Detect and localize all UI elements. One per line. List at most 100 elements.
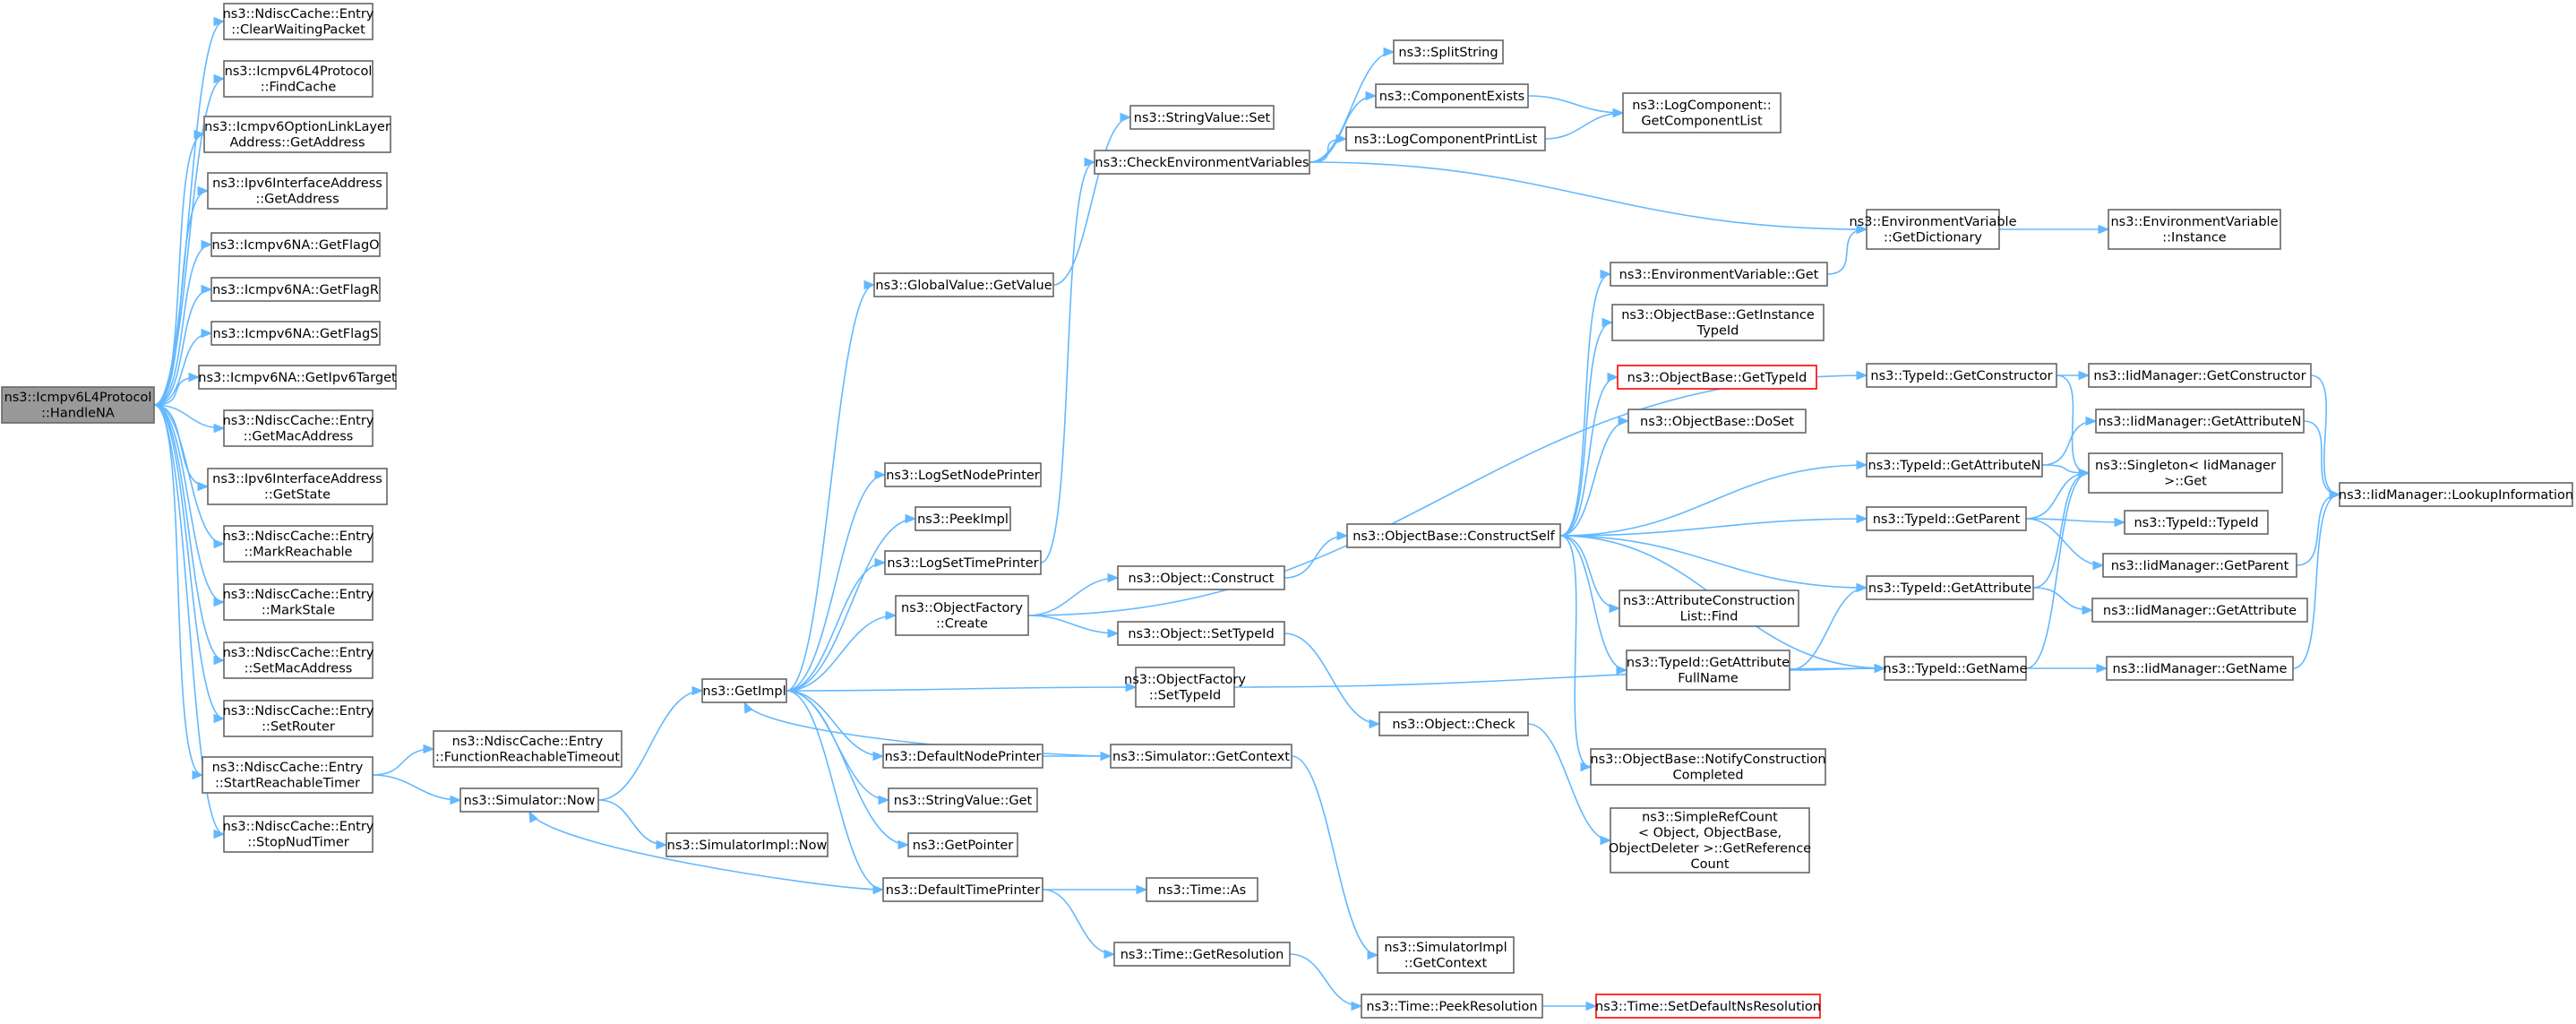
node-peek-impl[interactable]: ns3::PeekImpl [914, 506, 1011, 531]
node-simulator-now[interactable]: ns3::Simulator::Now [459, 787, 599, 813]
node-type-id-get-attribute-n[interactable]: ns3::TypeId::GetAttributeN [1866, 452, 2043, 478]
node-type-id-get-name[interactable]: ns3::TypeId::GetName [1884, 656, 2028, 681]
node-singleton-get[interactable]: ns3::Singleton< IidManager>::Get [2088, 452, 2283, 494]
node-simulator-impl-now[interactable]: ns3::SimulatorImpl::Now [665, 832, 829, 857]
node-type-id-get-constructor[interactable]: ns3::TypeId::GetConstructor [1866, 363, 2057, 388]
node-default-node-printer[interactable]: ns3::DefaultNodePrinter [882, 744, 1043, 769]
node-label: ::GetAddress [255, 193, 339, 207]
node-get-flag-o[interactable]: ns3::Icmpv6NA::GetFlagO [210, 232, 381, 257]
node-get-mac-address[interactable]: ns3::NdiscCache::Entry::GetMacAddress [223, 409, 374, 447]
node-time-get-resolution[interactable]: ns3::Time::GetResolution [1113, 942, 1291, 967]
node-label: ns3::NdiscCache::Entry [223, 529, 374, 544]
arrowhead [863, 280, 876, 290]
node-sim-impl-get-context[interactable]: ns3::SimulatorImpl::GetContext [1377, 936, 1515, 974]
node-log-set-node-printer[interactable]: ns3::LogSetNodePrinter [884, 462, 1042, 487]
node-time-as[interactable]: ns3::Time::As [1146, 877, 1258, 902]
node-env-get-dictionary[interactable]: ns3::EnvironmentVariable::GetDictionary [1849, 209, 2017, 250]
node-construct-self[interactable]: ns3::ObjectBase::ConstructSelf [1346, 523, 1561, 548]
node-iid-get-constructor[interactable]: ns3::IidManager::GetConstructor [2088, 363, 2312, 388]
node-get-component-list[interactable]: ns3::LogComponent::GetComponentList [1622, 92, 1782, 133]
node-label: ns3::LogComponentPrintList [1354, 133, 1538, 147]
node-opt-link-get-address[interactable]: ns3::Icmpv6OptionLinkLayerAddress::GetAd… [203, 116, 391, 153]
node-object-check[interactable]: ns3::Object::Check [1378, 711, 1529, 736]
node-box [1622, 92, 1782, 133]
node-object-factory-create[interactable]: ns3::ObjectFactory::Create [895, 595, 1029, 636]
node-mark-stale[interactable]: ns3::NdiscCache::Entry::MarkStale [223, 583, 374, 621]
node-component-exists[interactable]: ns3::ComponentExists [1375, 83, 1529, 108]
arrowhead [1856, 513, 1868, 524]
node-get-flag-s[interactable]: ns3::Icmpv6NA::GetFlagS [210, 321, 381, 346]
arrowhead [201, 328, 213, 339]
node-simulator-get-context[interactable]: ns3::Simulator::GetContext [1110, 744, 1292, 769]
node-type-id-get-attribute[interactable]: ns3::TypeId::GetAttribute [1866, 575, 2034, 600]
node-iid-lookup-information[interactable]: ns3::IidManager::LookupInformation [2339, 482, 2573, 507]
node-split-string[interactable]: ns3::SplitString [1393, 39, 1504, 65]
arrowhead [1136, 884, 1148, 895]
node-string-value-get[interactable]: ns3::StringValue::Get [888, 787, 1038, 813]
arrowhead [201, 284, 213, 295]
node-label: ns3::NdiscCache::Entry [223, 414, 374, 428]
node-get-reference-count[interactable]: ns3::SimpleRefCount< Object, ObjectBase,… [1609, 807, 1811, 873]
node-label: ns3::Icmpv6NA::GetIpv6Target [198, 371, 397, 385]
edge-handle-na-to-get-flag-r [153, 288, 212, 406]
node-global-value-get-value[interactable]: ns3::GlobalValue::GetValue [873, 272, 1054, 297]
node-iid-get-attribute[interactable]: ns3::IidManager::GetAttribute [2091, 598, 2308, 623]
arrowhead [213, 73, 226, 84]
node-find-cache[interactable]: ns3::Icmpv6L4Protocol::FindCache [223, 60, 374, 98]
node-label: ns3::NdiscCache::Entry [223, 704, 374, 719]
node-object-base-get-type-id[interactable]: ns3::ObjectBase::GetTypeId [1617, 365, 1817, 390]
node-time-set-default-ns-resolution[interactable]: ns3::Time::SetDefaultNsResolution [1595, 994, 1821, 1019]
node-iid-get-parent[interactable]: ns3::IidManager::GetParent [2102, 553, 2297, 578]
node-start-reachable-timer[interactable]: ns3::NdiscCache::Entry::StartReachableTi… [202, 756, 374, 794]
node-log-set-time-printer[interactable]: ns3::LogSetTimePrinter [884, 550, 1042, 575]
node-object-set-type-id[interactable]: ns3::Object::SetTypeId [1117, 621, 1285, 646]
node-env-instance[interactable]: ns3::EnvironmentVariable::Instance [2108, 209, 2281, 250]
node-type-id-type-id[interactable]: ns3::TypeId::TypeId [2124, 510, 2269, 535]
node-box [884, 550, 1042, 575]
arrowhead [213, 16, 226, 27]
node-box [207, 172, 388, 210]
node-get-flag-r[interactable]: ns3::Icmpv6NA::GetFlagR [210, 277, 381, 302]
node-object-construct[interactable]: ns3::Object::Construct [1117, 565, 1285, 590]
node-function-reachable-timeout[interactable]: ns3::NdiscCache::Entry::FunctionReachabl… [433, 730, 623, 768]
node-label: ns3::StringValue::Get [894, 794, 1033, 808]
node-get-ipv6-target[interactable]: ns3::Icmpv6NA::GetIpv6Target [198, 365, 397, 390]
node-ipv6-iface-get-address[interactable]: ns3::Ipv6InterfaceAddress::GetAddress [207, 172, 388, 210]
arrowhead [878, 795, 890, 805]
arrowhead [188, 372, 201, 383]
node-clear-waiting-packet[interactable]: ns3::NdiscCache::Entry::ClearWaitingPack… [223, 3, 374, 40]
node-label: ns3::NdiscCache::Entry [223, 7, 374, 22]
node-stop-nud-timer[interactable]: ns3::NdiscCache::Entry::StopNudTimer [223, 815, 374, 853]
arrowhead [1367, 950, 1379, 960]
node-string-value-set[interactable]: ns3::StringValue::Set [1129, 105, 1275, 130]
node-set-router[interactable]: ns3::NdiscCache::Entry::SetRouter [223, 700, 374, 737]
node-iid-get-name[interactable]: ns3::IidManager::GetName [2106, 656, 2294, 681]
node-check-env-vars[interactable]: ns3::CheckEnvironmentVariables [1094, 150, 1310, 175]
node-notify-construction-completed[interactable]: ns3::ObjectBase::NotifyConstructionCompl… [1590, 748, 1826, 786]
node-get-impl[interactable]: ns3::GetImpl [701, 678, 787, 703]
node-time-peek-resolution[interactable]: ns3::Time::PeekResolution [1361, 994, 1543, 1019]
node-type-id-get-parent[interactable]: ns3::TypeId::GetParent [1866, 506, 2027, 531]
arrowhead [1607, 372, 1619, 383]
node-default-time-printer[interactable]: ns3::DefaultTimePrinter [882, 877, 1043, 902]
node-label: ns3::Icmpv6NA::GetFlagR [212, 283, 379, 297]
node-box [210, 277, 381, 302]
node-get-state[interactable]: ns3::Ipv6InterfaceAddress::GetState [207, 468, 388, 505]
node-do-set[interactable]: ns3::ObjectBase::DoSet [1627, 409, 1807, 434]
arrowhead [201, 239, 213, 250]
node-get-pointer[interactable]: ns3::GetPointer [907, 832, 1018, 857]
node-env-get[interactable]: ns3::EnvironmentVariable::Get [1610, 262, 1828, 287]
node-object-factory-set-type-id[interactable]: ns3::ObjectFactory::SetTypeId [1124, 667, 1246, 708]
edge-construct-self-to-object-base-get-type-id [1559, 376, 1619, 537]
node-label: ns3::Simulator::Now [464, 794, 596, 808]
node-log-component-print-list[interactable]: ns3::LogComponentPrintList [1345, 126, 1546, 151]
node-set-mac-address[interactable]: ns3::NdiscCache::Entry::SetMacAddress [223, 641, 374, 679]
edge-get-impl-to-log-set-node-printer [786, 474, 886, 692]
arrowhead [2092, 560, 2105, 571]
node-handle-na[interactable]: ns3::Icmpv6L4Protocol::HandleNA [1, 386, 155, 424]
node-mark-reachable[interactable]: ns3::NdiscCache::Entry::MarkReachable [223, 525, 374, 563]
node-iid-get-attribute-n[interactable]: ns3::IidManager::GetAttributeN [2095, 409, 2305, 434]
